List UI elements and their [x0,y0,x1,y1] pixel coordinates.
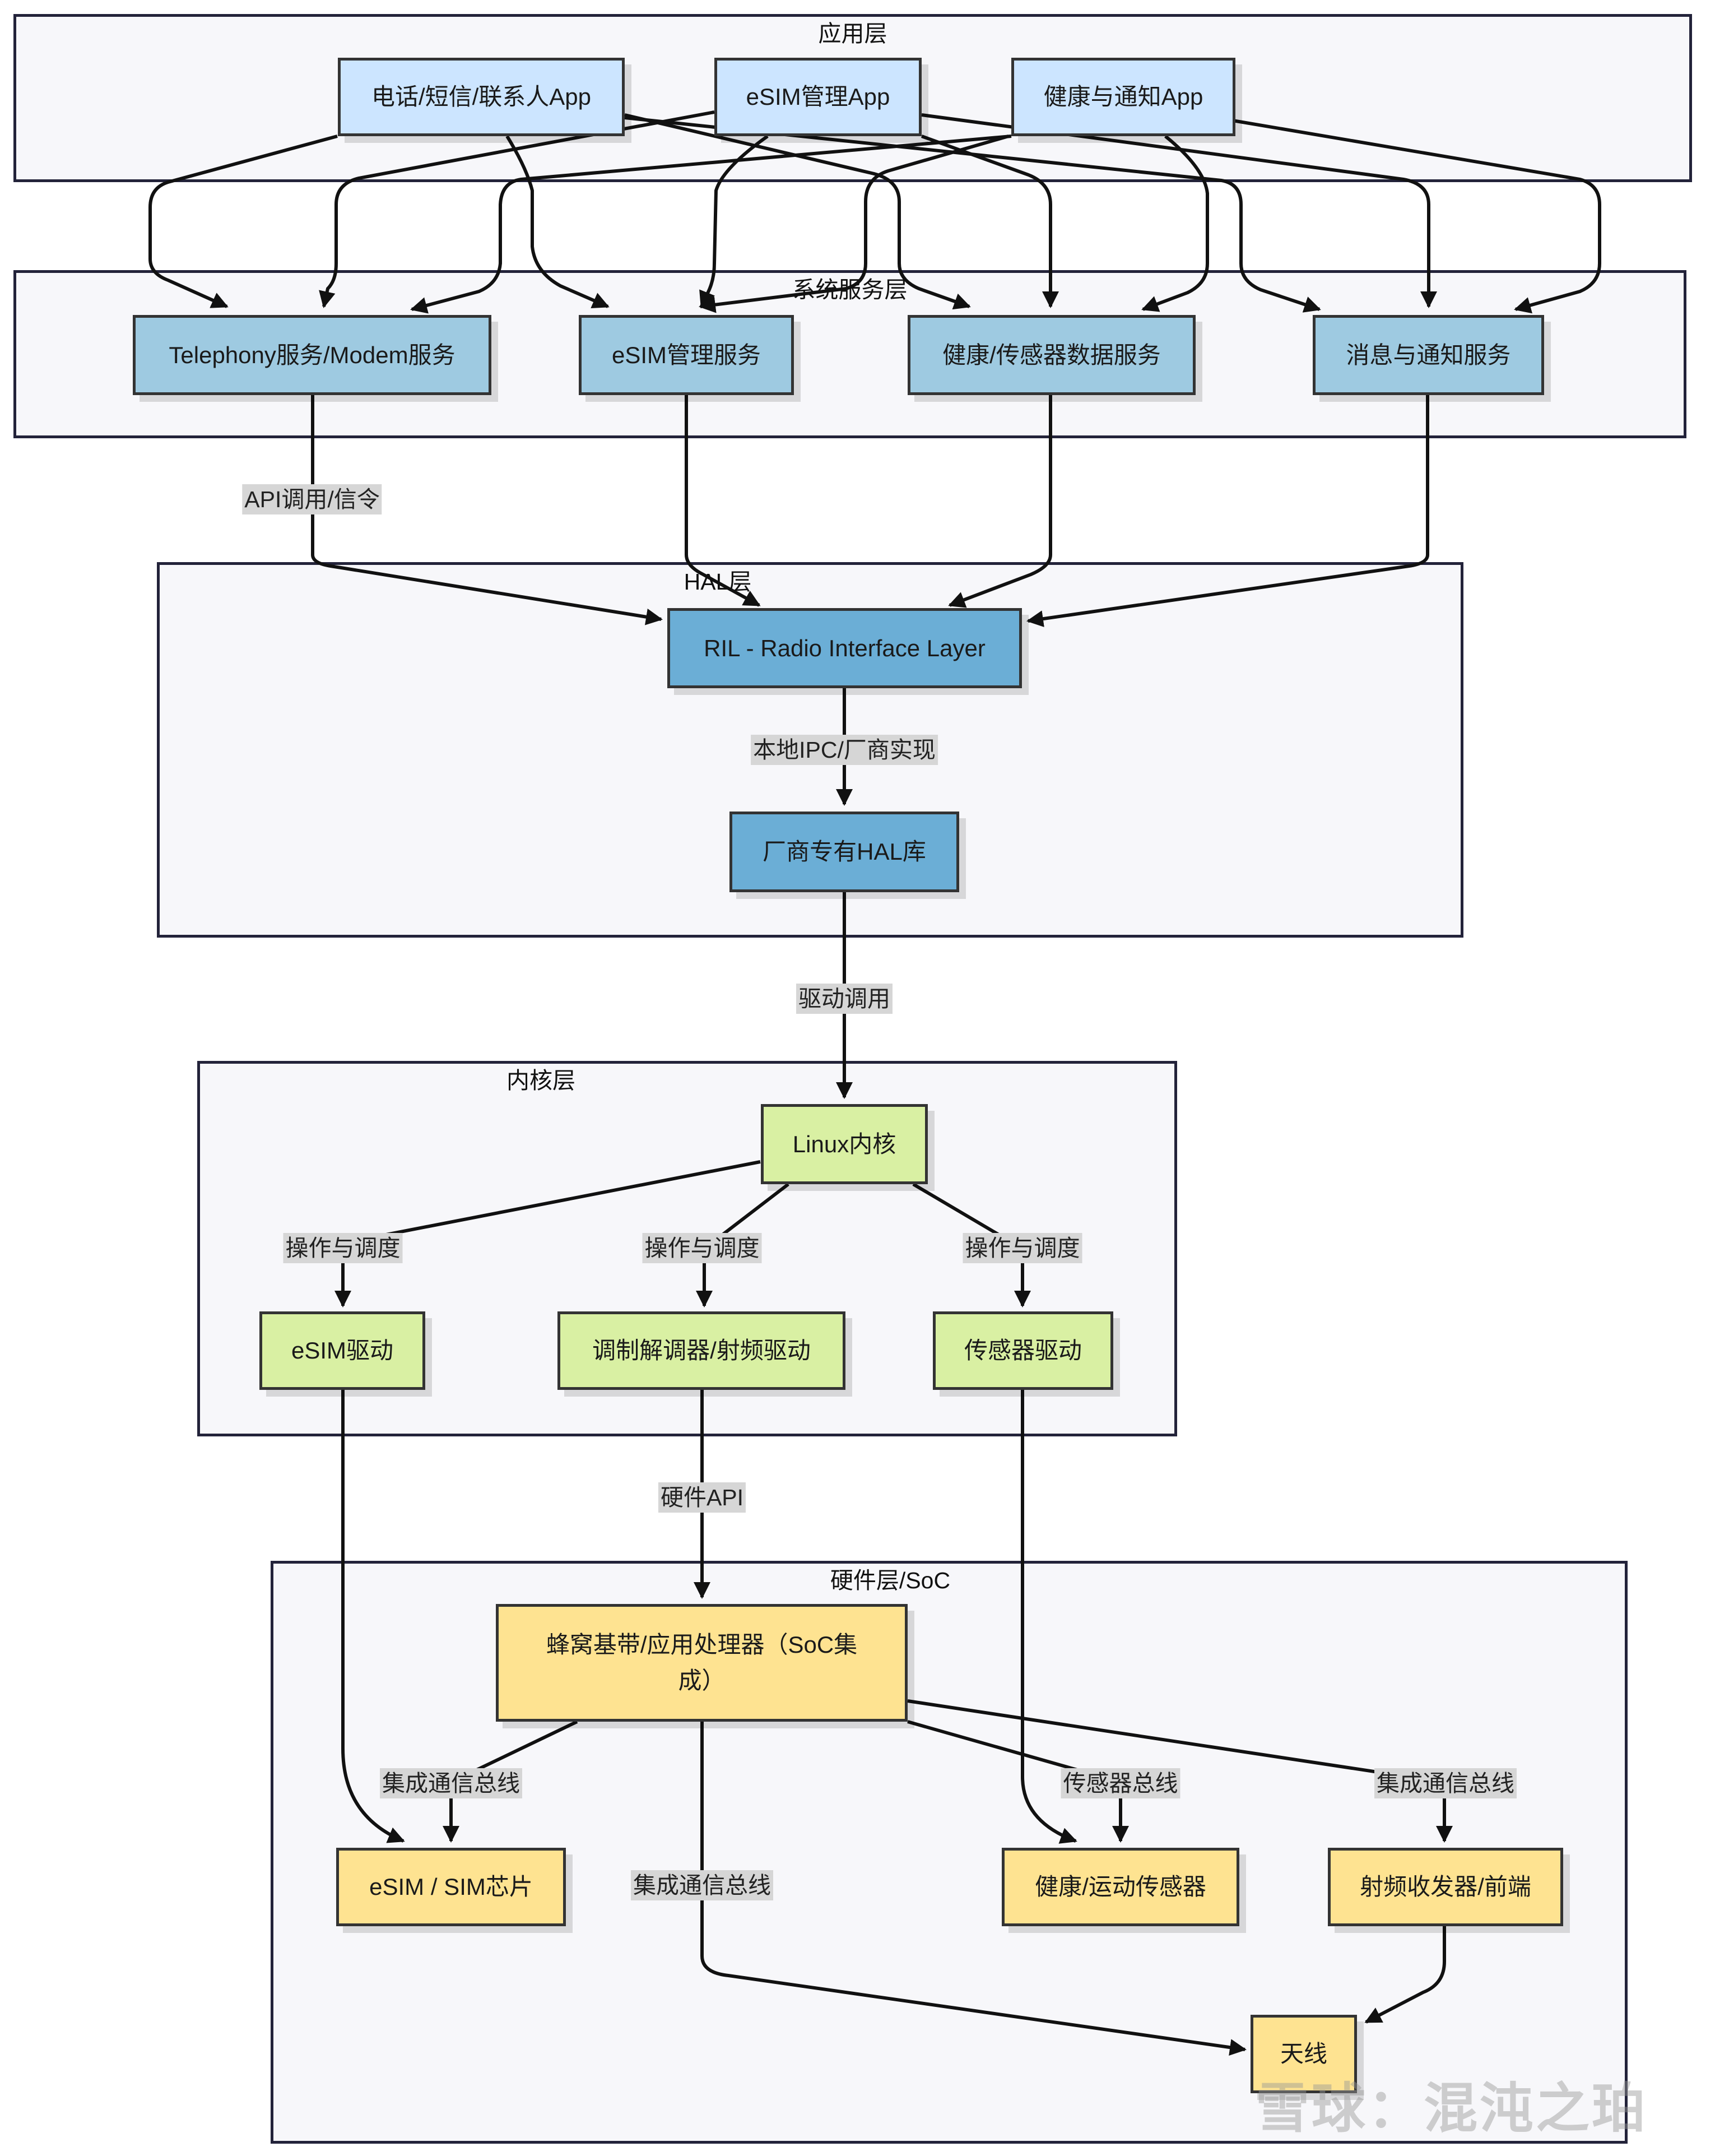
layer-service-title: 系统服务层 [792,277,908,303]
edge-healthapp-msgsvc [1232,119,1601,314]
watermark-text: 雪球：混沌之珀 [1256,2079,1648,2139]
edge-healthapp-esimsvc [699,135,1009,313]
edge-label-bus-sensor: 传感器总线 [1061,1768,1180,1798]
edge-esimdrv-sim [341,1390,405,1843]
edge-label-api-call: API调用/信令 [242,484,382,514]
edge-rf-antenna [1364,1925,1446,2024]
edge-phone-esimsvc [505,135,610,308]
node-telephony-service[interactable]: Telephony服务/Modem服务 [133,315,491,395]
edge-label-hardware-api: 硬件API [658,1482,746,1513]
edge-soc-antenna [700,1722,1247,2056]
node-linux-kernel[interactable]: Linux内核 [761,1104,928,1184]
edge-label-op-modem: 操作与调度 [642,1233,762,1263]
edge-healthapp-telephony [410,135,1012,314]
node-message-notification-service[interactable]: 消息与通知服务 [1313,315,1544,395]
node-esim-driver[interactable]: eSIM驱动 [259,1311,425,1390]
edge-esimapp-msgsvc [921,113,1437,308]
edge-telephony-ril [311,395,663,625]
node-esim-sim-chip[interactable]: eSIM / SIM芯片 [336,1848,566,1926]
node-vendor-hal-library[interactable]: 厂商专有HAL库 [729,812,959,892]
node-esim-manager-app[interactable]: eSIM管理App [714,58,922,136]
edge-esimapp-esimsvc [699,135,769,308]
node-esim-manager-service[interactable]: eSIM管理服务 [579,315,794,395]
node-health-notification-app[interactable]: 健康与通知App [1011,58,1235,136]
node-ril[interactable]: RIL - Radio Interface Layer [667,608,1022,688]
edge-phone-healthsvc [624,113,971,310]
node-health-sensor-data-service[interactable]: 健康/传感器数据服务 [908,315,1196,395]
edge-phone-msgsvc [624,116,1321,313]
edge-label-local-ipc: 本地IPC/厂商实现 [751,735,938,765]
node-phone-sms-contacts-app[interactable]: 电话/短信/联系人App [338,58,625,136]
edge-msgsvc-ril [1026,395,1429,627]
node-modem-rf-driver[interactable]: 调制解调器/射频驱动 [557,1311,845,1390]
layer-app-title: 应用层 [818,21,887,47]
edge-esimsvc-ril [685,395,761,607]
edge-esimapp-healthsvc [921,135,1059,308]
layer-kernel-title: 内核层 [506,1068,575,1093]
edge-healthapp-healthsvc [1141,135,1209,312]
edge-esimapp-telephony [319,110,715,308]
node-rf-transceiver-frontend[interactable]: 射频收发器/前端 [1328,1848,1563,1926]
edge-label-op-esim: 操作与调度 [283,1233,403,1263]
edge-sensordrv-health [1021,1390,1077,1844]
node-soc-baseband-processor[interactable]: 蜂窝基带/应用处理器（SoC集成） [496,1604,908,1722]
edge-label-bus-rf: 集成通信总线 [1374,1768,1517,1798]
edge-label-op-sensor: 操作与调度 [963,1233,1082,1263]
edge-label-bus-sim: 集成通信总线 [380,1768,522,1798]
edge-label-driver-call: 驱动调用 [796,984,893,1014]
node-sensor-driver[interactable]: 传感器驱动 [933,1311,1113,1390]
edge-healthsvc-ril [948,395,1052,608]
edge-phone-telephony [148,135,338,308]
node-antenna[interactable]: 天线 [1251,2015,1357,2093]
node-health-motion-sensor[interactable]: 健康/运动传感器 [1002,1848,1239,1926]
layer-hardware-title: 硬件层/SoC [830,1568,951,1593]
edge-label-bus-antenna: 集成通信总线 [631,1870,773,1900]
